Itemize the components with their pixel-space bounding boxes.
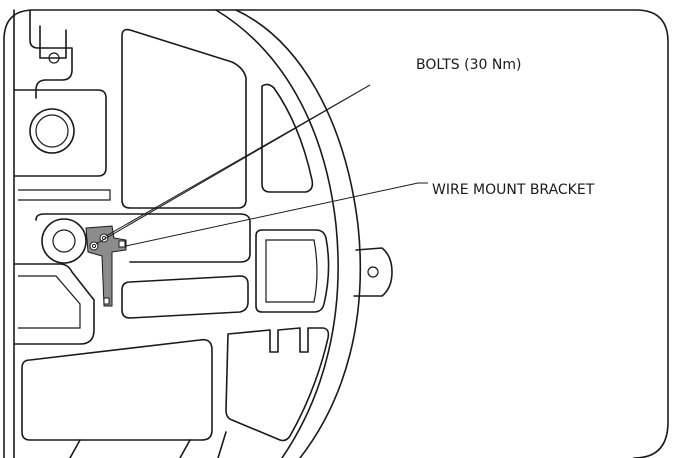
housing-top-left-frame	[29, 9, 73, 99]
hub-boss-inner	[52, 229, 76, 253]
housing-outer-rim	[235, 9, 362, 458]
housing-cell-middle-right	[255, 229, 330, 313]
housing-left-arm-inner	[18, 275, 81, 329]
housing-left-arm	[13, 263, 95, 345]
top-left-hole	[48, 52, 60, 64]
housing-cell-lower-left	[21, 338, 213, 441]
housing-top-left-slot	[39, 25, 67, 59]
left-boss-outer	[29, 108, 75, 154]
bracket-foot-slot	[103, 297, 110, 305]
housing-left-wall-inner	[18, 189, 111, 201]
wire-mount-bracket-callout-label: WIRE MOUNT BRACKET	[432, 182, 595, 198]
housing-hub-web	[35, 213, 251, 263]
housing-mount-tab	[353, 247, 393, 297]
housing-cell-upper-right	[261, 83, 314, 193]
left-boss-inner	[35, 114, 69, 148]
bracket-leader-line	[125, 182, 428, 247]
housing-left-cavity	[13, 89, 107, 177]
housing-cell-upper	[121, 28, 247, 209]
bolts-callout-label: BOLTS (30 Nm)	[416, 57, 522, 73]
bolts-leader-line-2	[95, 84, 371, 245]
diagram-border	[3, 9, 669, 458]
housing-cell-lower-right	[225, 327, 330, 442]
bracket-bolt-lower-inner	[91, 243, 97, 249]
housing-inner-rim	[215, 9, 339, 458]
bracket-wire-slot	[118, 240, 126, 248]
hub-boss-outer	[41, 218, 87, 264]
housing-cell-lower	[121, 275, 249, 319]
mount-tab-hole	[367, 266, 379, 278]
housing-bottom-spoke	[69, 431, 227, 458]
housing-cell-middle-right-inner	[265, 239, 318, 303]
